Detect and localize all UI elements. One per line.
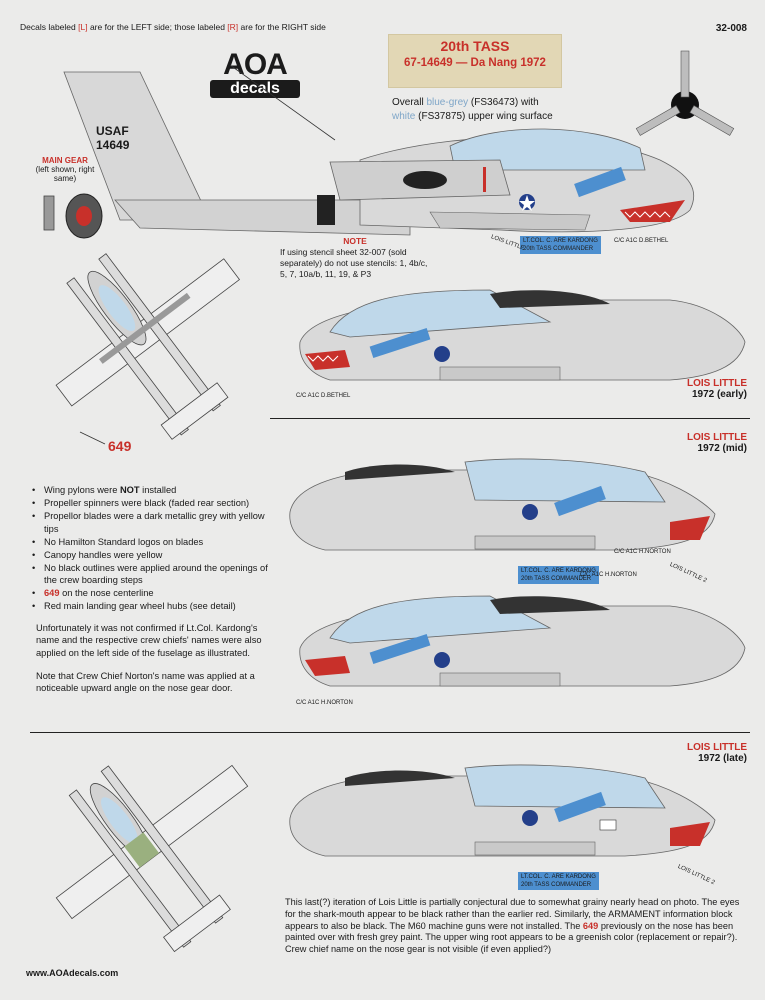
divider-1 (270, 418, 750, 419)
stencil-cc-norton-mid-2: C/C A1C H.NORTON (580, 572, 637, 578)
divider-2 (30, 732, 750, 733)
list-item: Propellor blades were a dark metallic gr… (30, 510, 273, 535)
list-item: Propeller spinners were black (faded rea… (30, 497, 273, 510)
main-gear-drawing (43, 193, 103, 239)
aoa-logo: AOA decals (210, 50, 300, 98)
profile-early (299, 289, 746, 381)
notes-list: Wing pylons were NOT installed Propeller… (30, 484, 273, 613)
list-item: No black outlines were applied around th… (30, 562, 273, 587)
callout-649: 649 (108, 438, 132, 454)
stencil-cc-norton-left: C/C A1C H.NORTON (296, 700, 353, 706)
sheet-number: 32-008 (715, 23, 747, 34)
main-gear-label: MAIN GEAR (left shown, right same) (35, 156, 95, 183)
serial-title: 67-14649 — Da Nang 1972 (404, 57, 546, 69)
list-item: Canopy handles were yellow (30, 549, 273, 562)
list-item: Wing pylons were NOT installed (30, 484, 273, 497)
label-mid: LOIS LITTLE 1972 (mid) (687, 432, 747, 454)
ov10-left-profile (63, 50, 735, 236)
paragraph-norton: Note that Crew Chief Norton's name was a… (36, 671, 255, 694)
list-item: Red main landing gear wheel hubs (see de… (30, 600, 273, 613)
side-legend-note: Decals labeled [L] are for the LEFT side… (20, 22, 326, 32)
paragraph-late: This last(?) iteration of Lois Little is… (285, 897, 740, 955)
paragraph-kardong: Unfortunately it was not confirmed if Lt… (36, 623, 262, 658)
label-early: LOIS LITTLE 1972 (early) (687, 378, 747, 400)
list-item: 649 on the nose centerline (30, 587, 273, 600)
plan-view-bottom (55, 764, 249, 953)
color-callout: Overall blue-grey (FS36473) with white (… (392, 97, 553, 122)
website-footer: www.AOAdecals.com (26, 968, 119, 978)
stencil-lois-little-2-mid: LOIS LITTLE 2 (668, 561, 708, 585)
profile-mid-left (299, 595, 746, 687)
name-block-top: LT.COL. C. ARE KARDONG 20th TASS COMMAND… (520, 236, 601, 254)
profile-late (289, 764, 716, 857)
list-item: No Hamilton Standard logos on blades (30, 536, 273, 549)
stencil-note: NOTE If using stencil sheet 32-007 (sold… (280, 236, 428, 279)
stencil-cc-norton-mid: C/C A1C H.NORTON (614, 549, 671, 555)
profile-mid (289, 458, 716, 551)
name-block-mid: LT.COL. C. ARE KARDONG 20th TASS COMMAND… (518, 566, 599, 584)
label-late: LOIS LITTLE 1972 (late) (687, 742, 747, 764)
stencil-cc-bethel-top: C/C A1C D.BETHEL (614, 238, 669, 244)
title-box: 20th TASS 67-14649 — Da Nang 1972 (388, 34, 562, 88)
name-block-late: LT.COL. C. ARE KARDONG 20th TASS COMMAND… (518, 872, 599, 890)
plan-view-top (55, 253, 241, 445)
unit-title: 20th TASS (440, 38, 510, 54)
tail-serial: USAF 14649 (96, 124, 130, 152)
stencil-cc-bethel-early: C/C A1C D.BETHEL (296, 393, 351, 399)
